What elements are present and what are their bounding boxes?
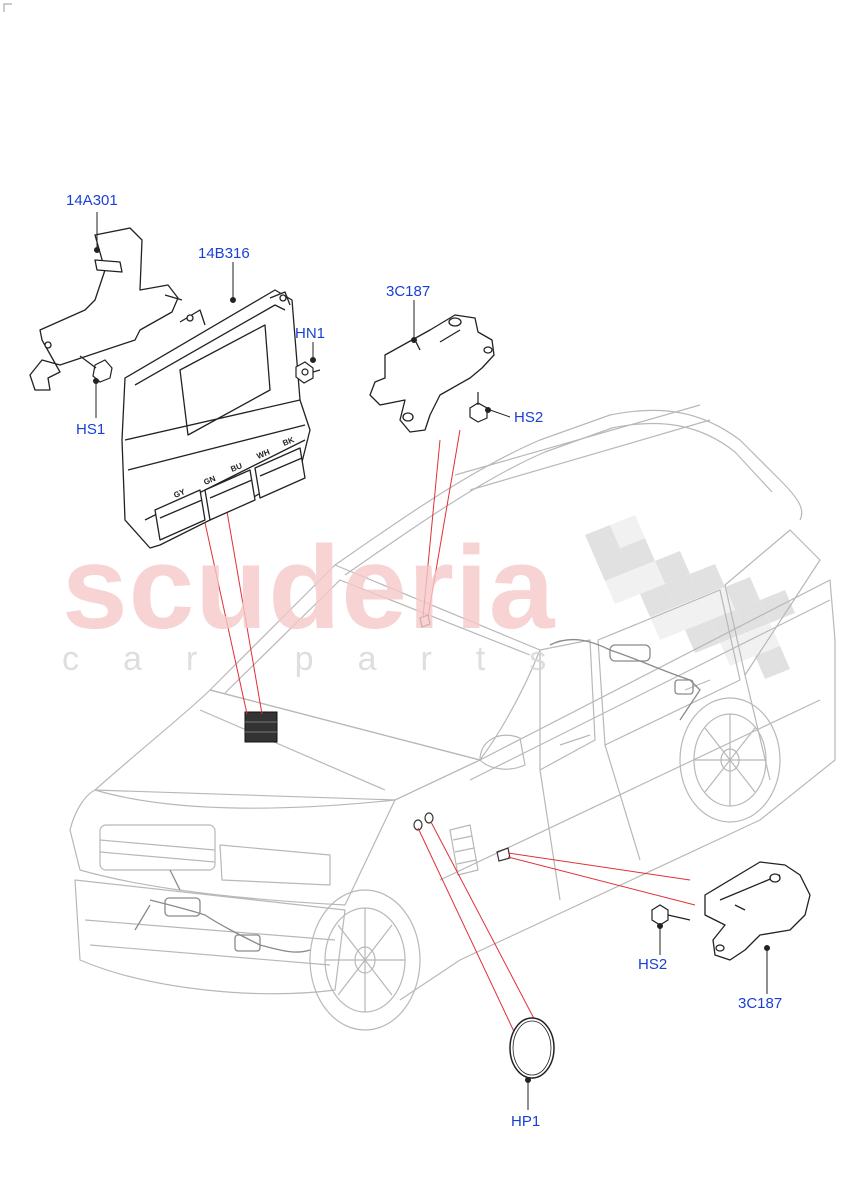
callout-hs2-bottom[interactable]: HS2 xyxy=(638,956,668,973)
screw-hs1 xyxy=(79,355,113,383)
screw-hs2-top xyxy=(469,392,488,423)
pin-label-bk: BK xyxy=(281,435,295,448)
callout-hs1[interactable]: HS1 xyxy=(76,421,106,438)
installed-module-marker xyxy=(244,711,278,743)
wiring-harness xyxy=(134,638,701,953)
callout-leaders xyxy=(93,212,770,1110)
watermark-brand: scuderia xyxy=(62,522,556,654)
callout-hs2-top[interactable]: HS2 xyxy=(514,409,544,426)
vehicle-outline xyxy=(69,404,836,1031)
pin-label-bu: BU xyxy=(229,461,243,474)
pin-label-gn: GN xyxy=(202,474,217,487)
plug-hp1 xyxy=(509,1017,555,1079)
ecu-module xyxy=(121,289,311,549)
callout-3c187-bottom[interactable]: 3C187 xyxy=(738,995,783,1012)
watermark-tagline: car parts xyxy=(62,640,591,678)
callout-hn1[interactable]: HN1 xyxy=(295,325,326,342)
callout-hp1[interactable]: HP1 xyxy=(511,1113,541,1130)
nut-hn1 xyxy=(295,361,321,384)
corner-mark xyxy=(3,3,12,12)
callout-14a301[interactable]: 14A301 xyxy=(66,192,118,209)
screw-hs2-bottom xyxy=(651,904,691,926)
callout-3c187-top[interactable]: 3C187 xyxy=(386,283,431,300)
ecu-pin-labels: GY GN BU WH BK xyxy=(172,435,295,500)
bracket-3c187-bottom xyxy=(704,861,811,961)
ecu-bracket xyxy=(29,227,183,391)
pin-label-gy: GY xyxy=(172,487,187,500)
leader-lines xyxy=(199,429,696,1041)
checkered-flag-watermark xyxy=(585,515,795,679)
callout-14b316[interactable]: 14B316 xyxy=(198,245,250,262)
